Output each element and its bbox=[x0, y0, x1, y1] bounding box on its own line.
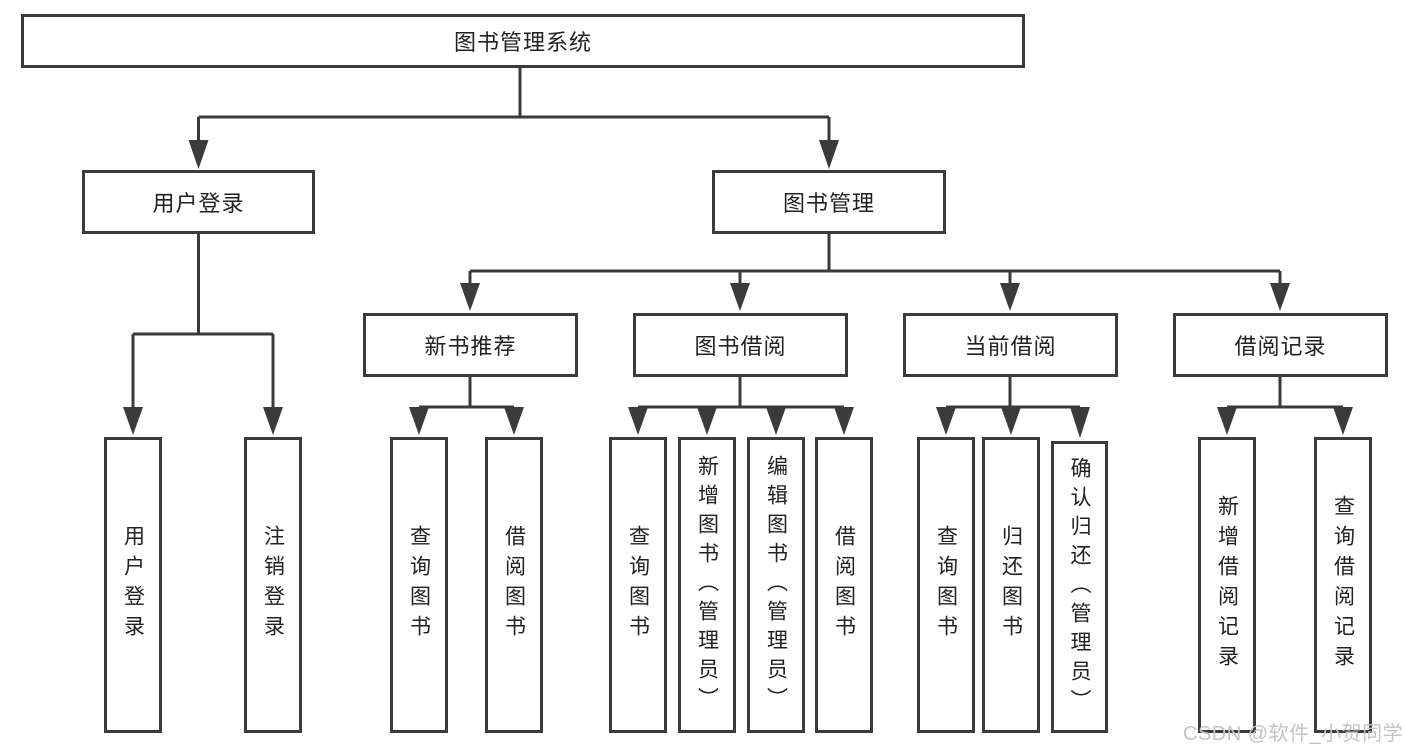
leaf-borrow-books-label: 借阅图书 bbox=[832, 525, 856, 645]
edge-user-login-to-leaves bbox=[123, 234, 283, 435]
node-borrow-records: 借阅记录 bbox=[1173, 313, 1388, 377]
node-new-book-recommend: 新书推荐 bbox=[363, 313, 578, 377]
leaf-logout-label: 注销登录 bbox=[261, 525, 285, 645]
leaf-query-books-current-label: 查询图书 bbox=[934, 525, 958, 645]
leaf-confirm-return-admin: 确认归还（管理员） bbox=[1051, 441, 1108, 733]
leaf-query-borrow-record-label: 查询借阅记录 bbox=[1331, 495, 1355, 675]
leaf-add-borrow-record: 新增借阅记录 bbox=[1198, 437, 1256, 733]
leaf-return-books-label: 归还图书 bbox=[999, 525, 1023, 645]
leaf-query-books-borrow: 查询图书 bbox=[609, 437, 667, 733]
leaf-query-books-borrow-label: 查询图书 bbox=[626, 525, 650, 645]
edge-current-borrow-to-leaves bbox=[936, 377, 1090, 438]
node-current-borrow: 当前借阅 bbox=[903, 313, 1118, 377]
leaf-edit-books-admin-label: 编辑图书（管理员） bbox=[764, 454, 788, 716]
node-book-borrow: 图书借阅 bbox=[633, 313, 848, 377]
edge-book-borrow-to-leaves bbox=[628, 377, 854, 435]
leaf-add-borrow-record-label: 新增借阅记录 bbox=[1215, 495, 1239, 675]
node-book-management: 图书管理 bbox=[712, 170, 946, 234]
leaf-query-books-recommend: 查询图书 bbox=[390, 437, 448, 733]
leaf-edit-books-admin: 编辑图书（管理员） bbox=[747, 437, 805, 733]
leaf-borrow-books-recommend-label: 借阅图书 bbox=[502, 525, 526, 645]
csdn-watermark: CSDN @软件_小贺同学 bbox=[1183, 723, 1404, 745]
node-user-login: 用户登录 bbox=[82, 170, 315, 234]
leaf-confirm-return-admin-label: 确认归还（管理员） bbox=[1068, 456, 1091, 718]
edge-borrow-records-to-leaves bbox=[1217, 377, 1353, 435]
edge-book-management-to-level3 bbox=[460, 234, 1290, 311]
leaf-borrow-books: 借阅图书 bbox=[815, 437, 873, 733]
edge-new-book-recommend-to-leaves bbox=[409, 377, 524, 435]
leaf-query-books-current: 查询图书 bbox=[917, 437, 975, 733]
leaf-user-login: 用户登录 bbox=[104, 437, 162, 733]
leaf-return-books: 归还图书 bbox=[982, 437, 1040, 733]
node-library-management-system: 图书管理系统 bbox=[21, 14, 1025, 68]
leaf-borrow-books-recommend: 借阅图书 bbox=[485, 437, 543, 733]
leaf-query-books-recommend-label: 查询图书 bbox=[407, 525, 431, 645]
leaf-query-borrow-record: 查询借阅记录 bbox=[1314, 437, 1372, 733]
leaf-logout: 注销登录 bbox=[244, 437, 302, 733]
leaf-add-books-admin-label: 新增图书（管理员） bbox=[695, 454, 719, 716]
edge-root-to-level2 bbox=[188, 68, 839, 169]
leaf-user-login-label: 用户登录 bbox=[121, 525, 145, 645]
leaf-add-books-admin: 新增图书（管理员） bbox=[678, 437, 736, 733]
